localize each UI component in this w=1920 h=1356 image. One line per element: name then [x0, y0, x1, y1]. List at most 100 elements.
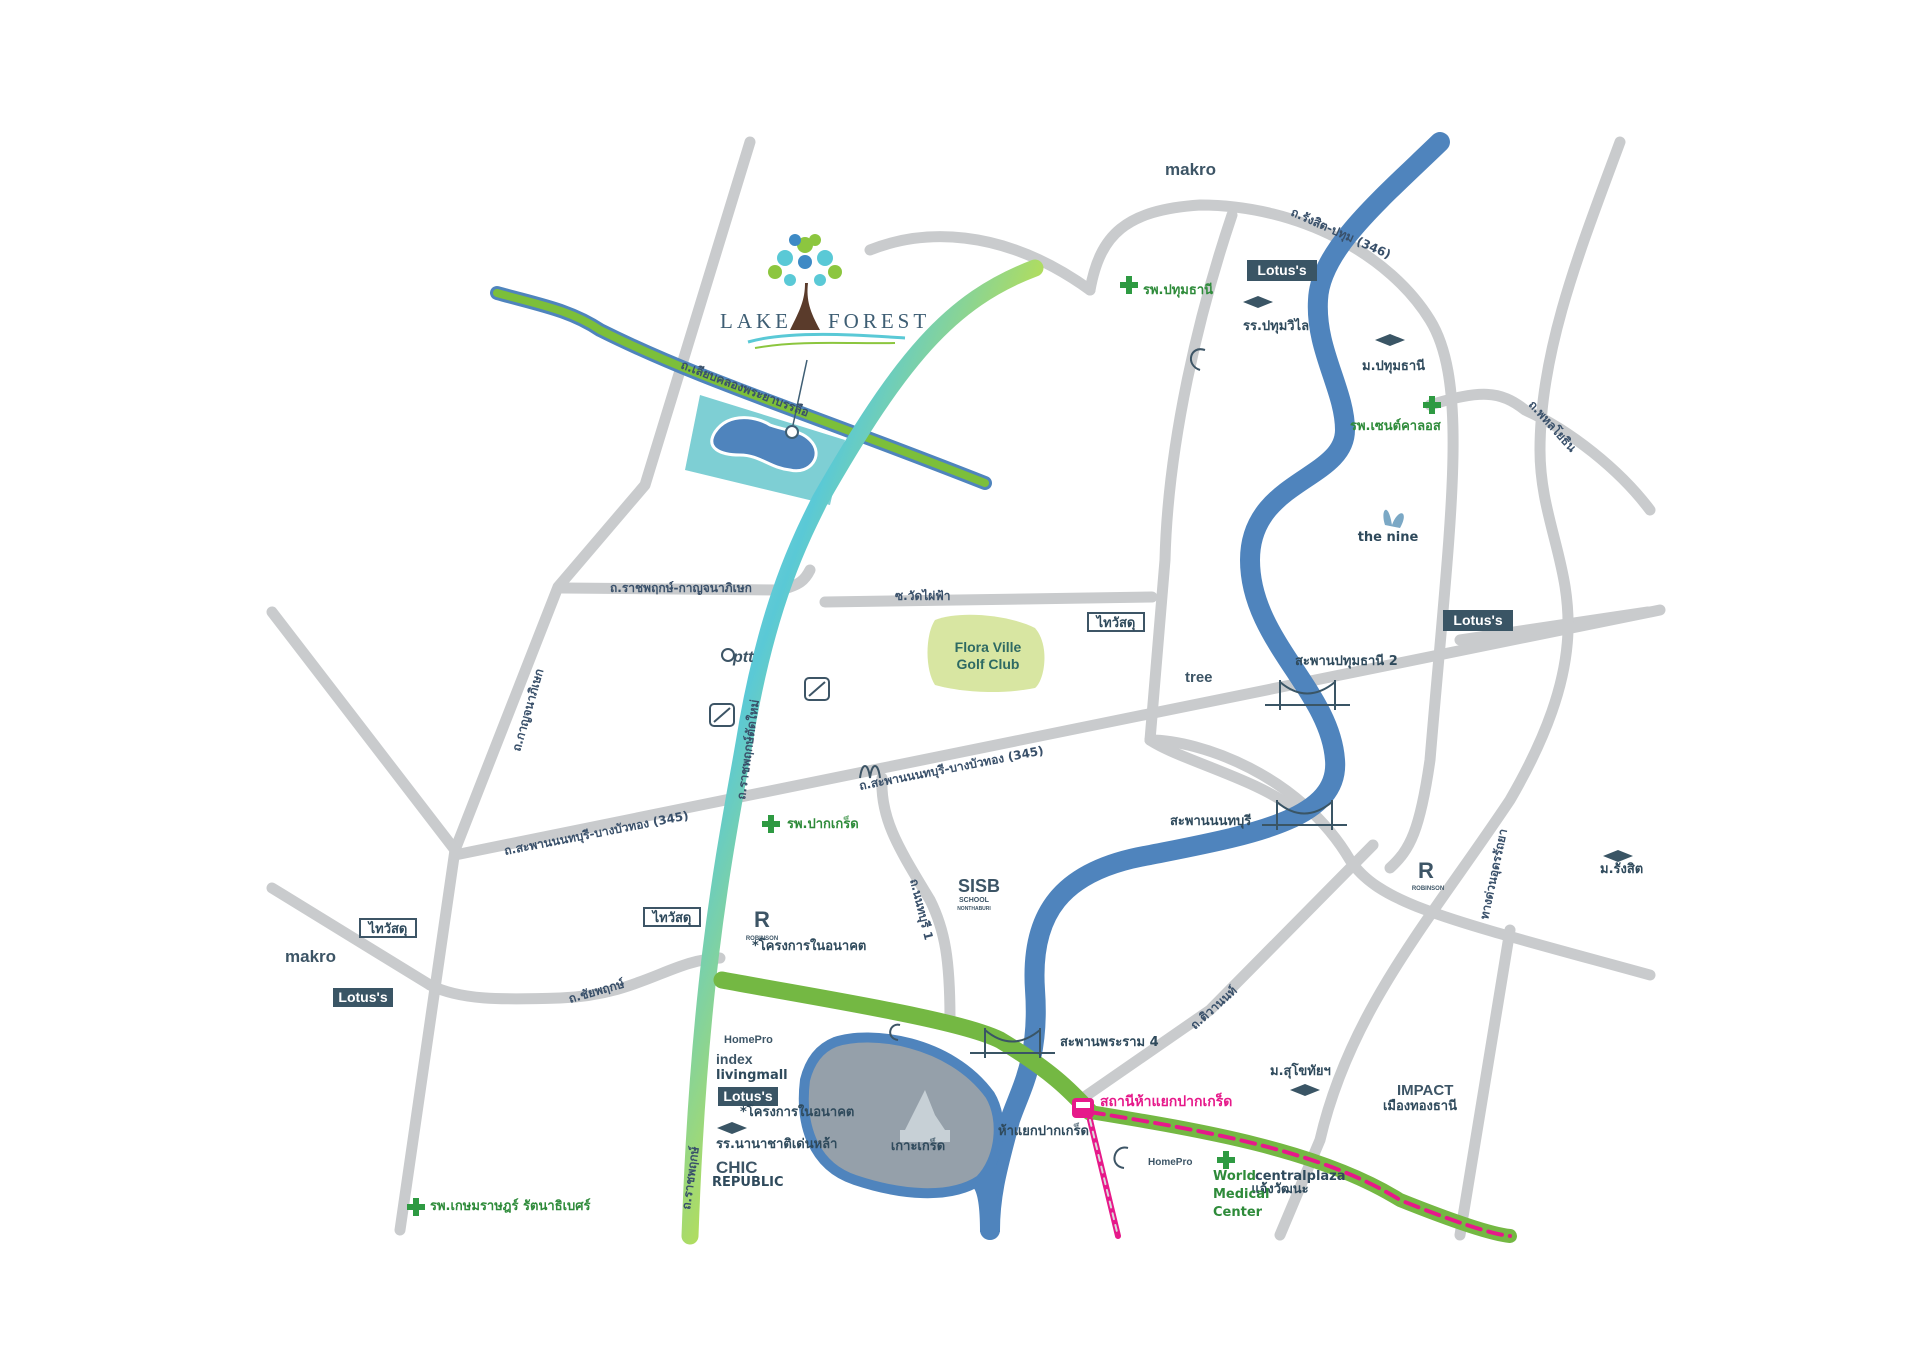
bridge-nonthaburi: สะพานนนทบุรี	[1170, 813, 1251, 829]
uni-rangsit: ม.รังสิต	[1600, 862, 1643, 877]
world-medical-2: Medical	[1213, 1187, 1269, 1202]
seven-eleven-icon-2	[804, 677, 830, 701]
grad-cap-icon-3	[1603, 850, 1633, 862]
road-expressway	[1274, 136, 1626, 1241]
lotus-right: Lotus's	[1453, 612, 1502, 628]
road-ratchaphruek-new	[681, 259, 1044, 1245]
ptt-logo: ptt	[732, 649, 754, 666]
grad-cap-icon-4	[1290, 1084, 1320, 1096]
green-routes	[681, 259, 1517, 1245]
robinson-note: *โครงการในอนาคต	[752, 937, 866, 954]
road-345	[449, 604, 1666, 861]
c-icon-3	[1113, 1146, 1129, 1169]
label-rangsit-ring: ถ.พหลโยธิน	[1526, 397, 1581, 455]
lotus-south: Lotus's	[723, 1088, 772, 1104]
thaiwatsadu-label-2: ไทวัสดุ	[651, 909, 692, 926]
suspension-bridge-icon-2	[1262, 800, 1347, 830]
suspension-bridge-icon-1	[1265, 680, 1350, 710]
hospital-icon-2	[1423, 396, 1441, 414]
homepro-center: HomePro	[1148, 1157, 1192, 1168]
brand-labels: makro makro ptt tree SISB SCHOOL NONTHAB…	[285, 160, 1457, 1220]
label-tiwanon: ถ.ติวานนท์	[1188, 983, 1240, 1032]
road-wat-phai-fa	[819, 591, 1158, 608]
grad-cap-icon-5	[717, 1122, 747, 1134]
school-nanachat: รร.นานาชาติเด่นหล้า	[716, 1136, 837, 1152]
impact-logo: IMPACT	[1397, 1082, 1453, 1099]
hosp-pathum: รพ.ปทุมธานี	[1143, 282, 1213, 298]
road-rangsit-pathum	[1084, 199, 1459, 874]
uni-pathum: ม.ปทุมธานี	[1362, 358, 1425, 374]
golf-name-2: Golf Club	[957, 656, 1020, 672]
flora-ville-golf: Flora Ville Golf Club	[927, 614, 1045, 692]
sisb-logo: SISB	[958, 876, 1000, 896]
pink-line	[1088, 1110, 1512, 1238]
makro-top: makro	[1165, 160, 1216, 179]
chic-logo: CHIC	[716, 1158, 758, 1177]
sisb-sub2: NONTHABURI	[957, 906, 991, 912]
tree-logo-icon	[768, 234, 842, 330]
sisb-sub: SCHOOL	[959, 897, 990, 904]
robinson-right: ROBINSON	[1412, 886, 1444, 892]
hospital-icon-5	[1217, 1151, 1235, 1169]
thaiwatsadu-icon-2	[643, 907, 701, 927]
road-nonthaburi1	[876, 772, 956, 1026]
hosp-st-carlos: รพ.เซนต์คาลอส	[1350, 418, 1441, 434]
project-pin-icon	[785, 425, 799, 439]
logo-forest: FOREST	[828, 309, 930, 333]
place-labels: รพ.ปทุมธานี รร.ปทุมวิไล ม.ปทุมธานี รพ.เซ…	[430, 282, 1643, 1214]
icons	[359, 348, 1206, 1169]
the-tree-logo: tree	[1185, 669, 1213, 686]
chic-sub: REPUBLIC	[712, 1175, 784, 1190]
suspension-bridge-icon-3	[970, 1028, 1055, 1058]
world-medical-3: Center	[1213, 1205, 1263, 1220]
bridge-rama4: สะพานพระราม 4	[1060, 1035, 1159, 1050]
label-wat-phai-fa: ซ.วัดไผ่ฟ้า	[895, 588, 951, 603]
school-icons	[717, 296, 1633, 1134]
central-sub: แจ้งวัฒนะ	[1251, 1181, 1308, 1197]
bridge-pathum2: สะพานปทุมธานี 2	[1295, 653, 1398, 669]
hospital-icon-4	[407, 1198, 425, 1216]
road-chaiyaphruek	[424, 952, 726, 1005]
label-345-west: ถ.สะพานนนทบุรี-บางบัวทอง (345)	[503, 808, 690, 859]
ko-kret-island	[798, 1032, 1004, 1199]
lotus-left: Lotus's	[338, 989, 387, 1005]
lotus-south-note: *โครงการในอนาคต	[740, 1103, 854, 1120]
thaiwatsadu-icon-3	[359, 918, 417, 938]
robinson-center-r-icon: R	[754, 907, 770, 932]
index-sub: livingmall	[716, 1068, 788, 1083]
thaiwatsadu-label-3: ไทวัสดุ	[367, 920, 408, 937]
ptt-icon	[721, 648, 735, 662]
homepro-south: HomePro	[724, 1034, 773, 1046]
grey-roads	[266, 136, 1666, 1241]
mcdonalds-icon	[859, 765, 881, 779]
pak-kret-junction: ห้าแยกปากเกร็ด	[998, 1121, 1089, 1139]
impact-sub: เมืองทองธานี	[1383, 1098, 1457, 1114]
hospital-icon-1	[1120, 276, 1138, 294]
bridge-icons	[970, 680, 1350, 1058]
hosp-pak-kret: รพ.ปากเกร็ด	[787, 814, 859, 832]
train-station-icon	[1072, 1098, 1094, 1118]
world-medical-1: World	[1213, 1169, 1256, 1184]
thaiwatsadu-labels: ไทวัสดุ ไทวัสดุ ไทวัสดุ	[367, 614, 1136, 937]
the-nine-icon	[1383, 509, 1404, 528]
logo-lake: LAKE	[720, 309, 792, 333]
station-label: สถานีห้าแยกปากเกร็ด	[1100, 1092, 1232, 1110]
thaiwatsadu-label-1: ไทวัสดุ	[1095, 614, 1136, 631]
label-chaiyaphruek: ถ.ชัยพฤกษ์	[567, 977, 626, 1006]
the-nine-logo: the nine	[1358, 530, 1419, 545]
ko-kret-label: เกาะเกร็ด	[891, 1136, 945, 1154]
uni-sukhothai: ม.สุโขทัยฯ	[1270, 1062, 1331, 1079]
robinson-r-icon: R	[1418, 858, 1434, 883]
hospital-icons	[407, 276, 1441, 1216]
lotus-boxes: Lotus's Lotus's Lotus's Lotus's	[333, 260, 1513, 1106]
golf-name-1: Flora Ville	[955, 639, 1022, 655]
index-logo: index	[716, 1051, 753, 1067]
road-tiwanon	[1074, 839, 1379, 1106]
c-icon-2	[889, 1023, 901, 1041]
label-ratchaphruek-kanchana: ถ.ราชพฤกษ์-กาญจนาภิเษก	[610, 581, 752, 595]
central-plaza: centralplaza	[1255, 1169, 1346, 1184]
grad-cap-icon-1	[1243, 296, 1273, 308]
lake-forest-logo: LAKE FOREST	[720, 234, 930, 439]
hospital-icon-3	[762, 815, 780, 833]
